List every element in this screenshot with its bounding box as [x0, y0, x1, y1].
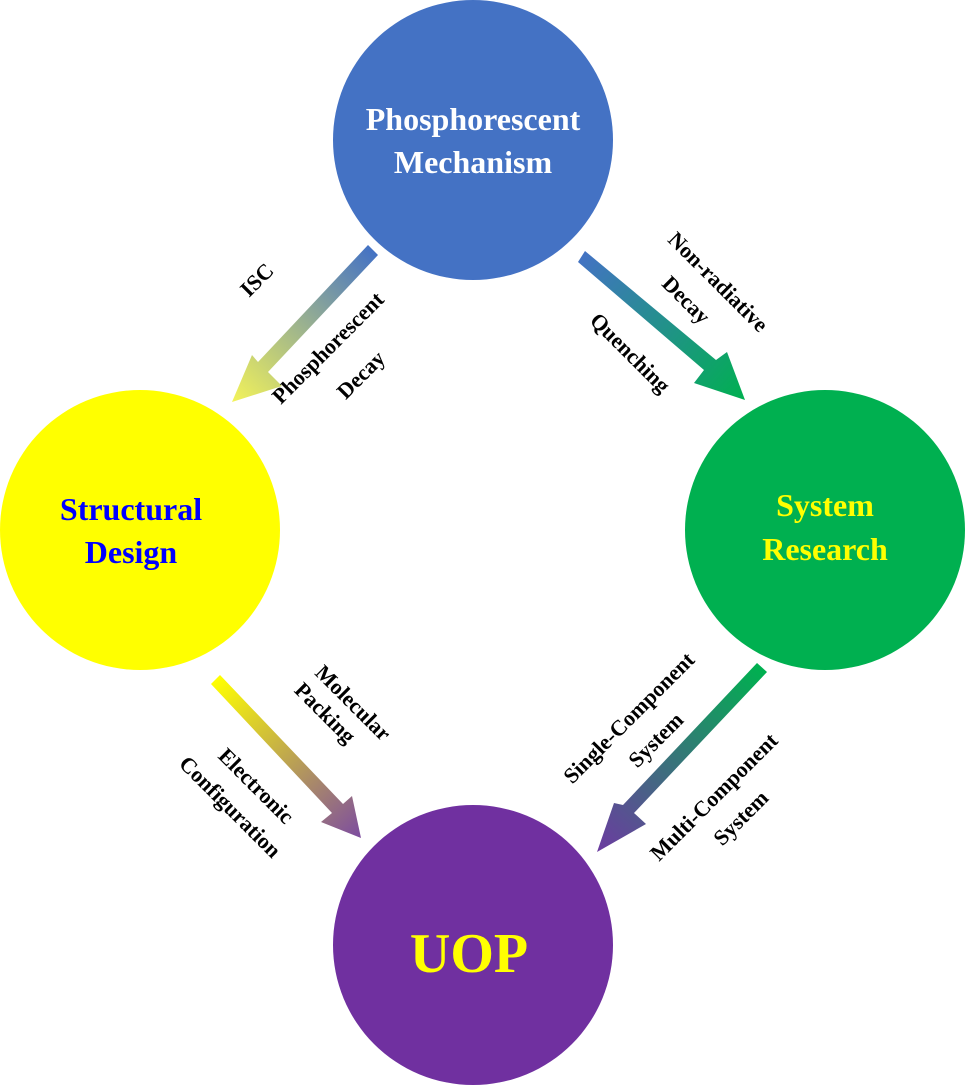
node-left-line1: Structural [60, 491, 202, 527]
node-left-line2: Design [85, 534, 178, 570]
node-system-research: System Research [685, 390, 965, 670]
arrow-top-to-right [578, 251, 745, 400]
arrow-right-to-bottom [597, 663, 767, 852]
node-bottom-label: UOP [410, 923, 528, 985]
node-top-line1: Phosphorescent [366, 101, 581, 137]
node-phosphorescent-mechanism: Phosphorescent Mechanism [333, 0, 613, 280]
node-right-line1: System [776, 487, 874, 523]
node-uop: UOP [333, 805, 613, 1085]
arrow-top-to-left [232, 245, 378, 402]
label-isc: ISC [235, 258, 279, 302]
node-top-line2: Mechanism [394, 144, 553, 180]
label-phosphorescent-decay-2: Decay [332, 346, 390, 404]
arrow-left-to-bottom [211, 675, 361, 838]
node-structural-design: Structural Design [0, 390, 280, 670]
node-right-line2: Research [762, 531, 888, 567]
